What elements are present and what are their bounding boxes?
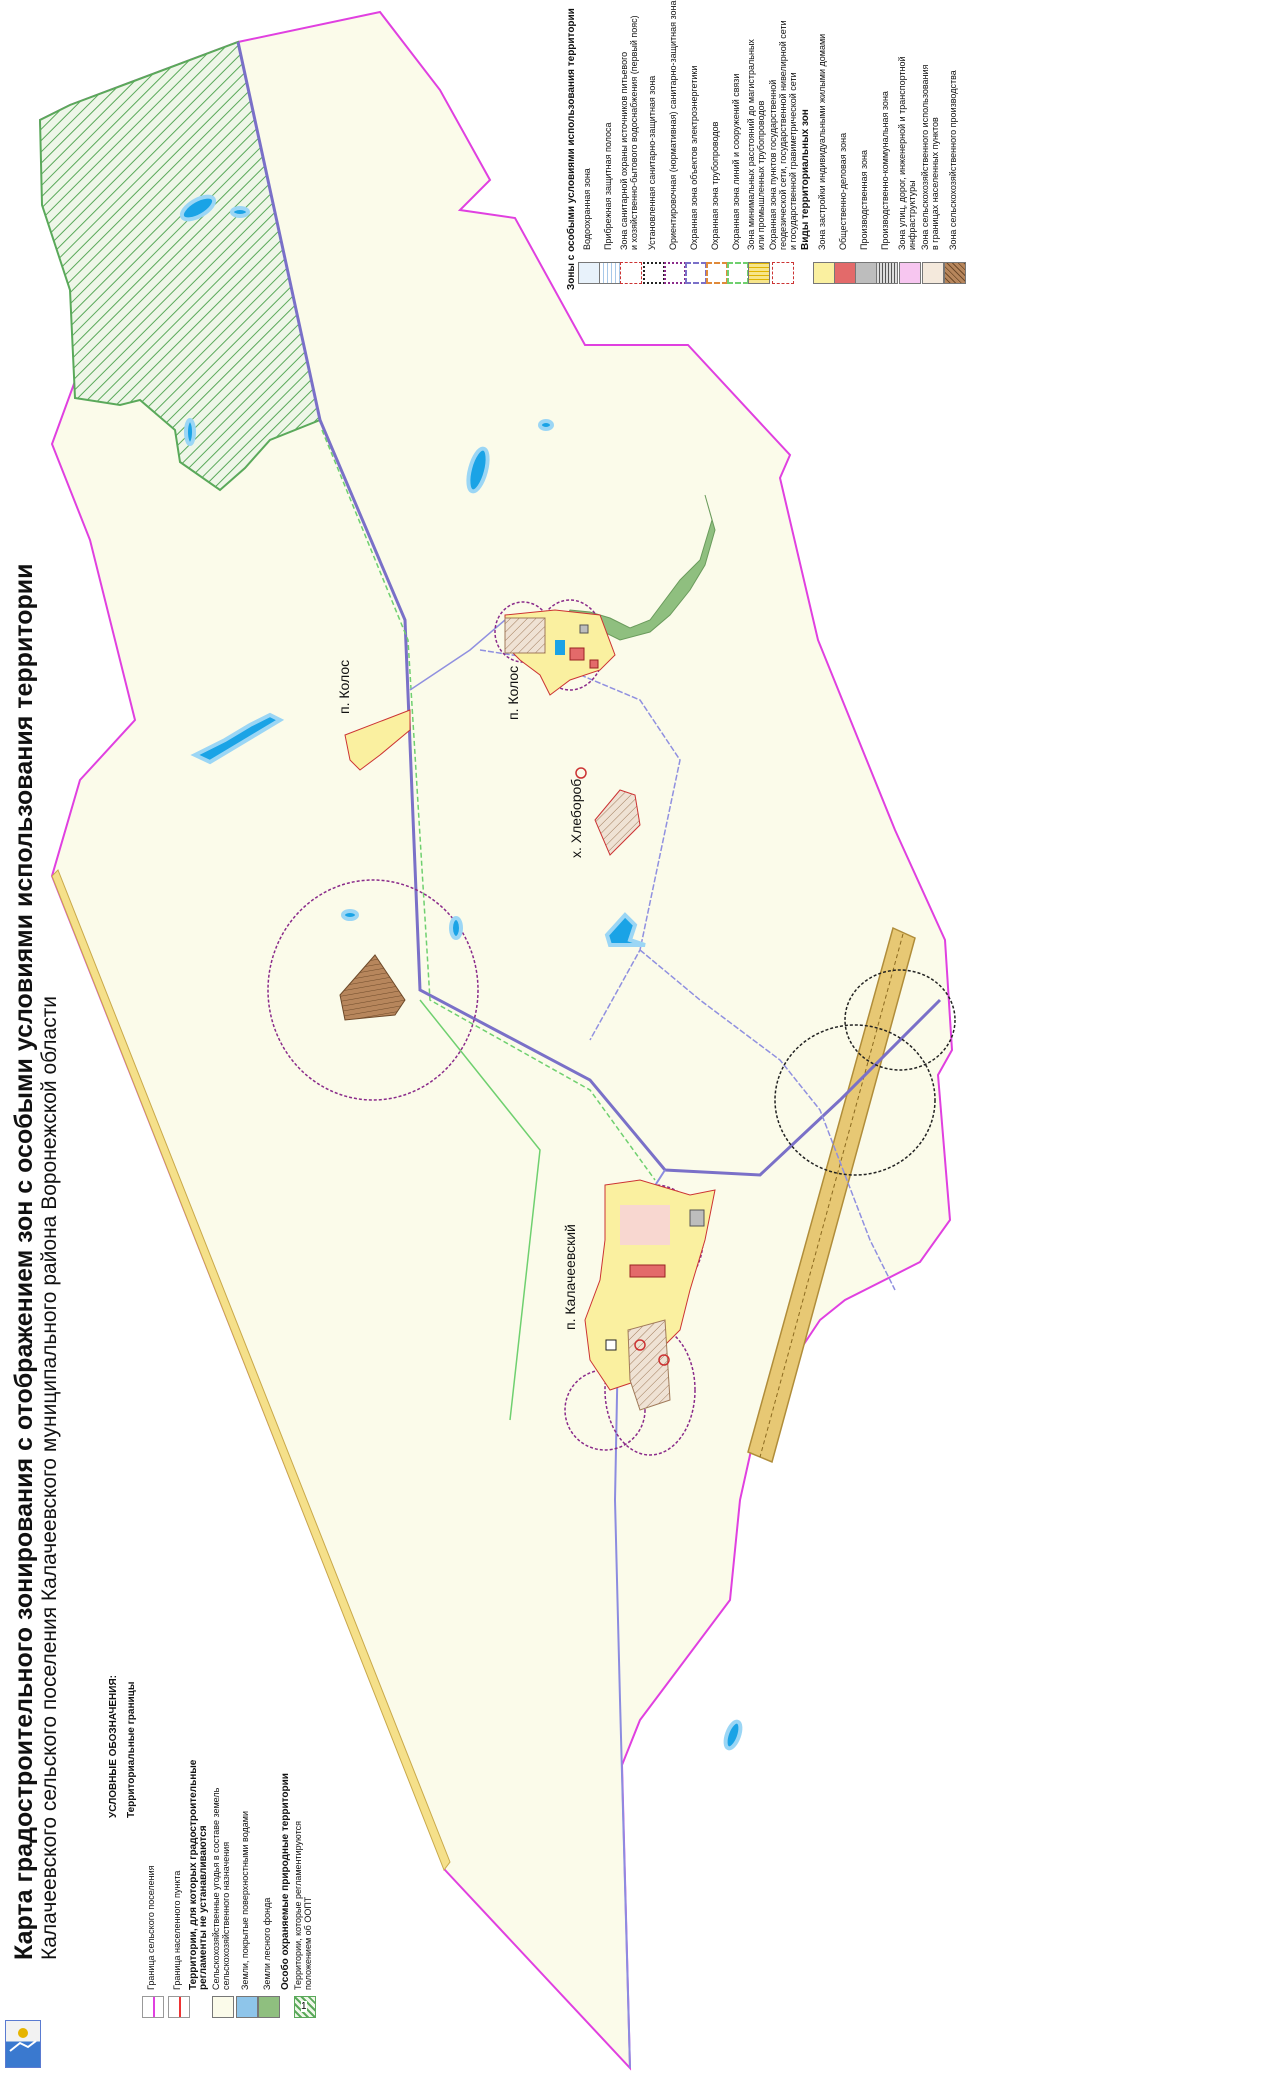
legend-heading: УСЛОВНЫЕ ОБОЗНАЧЕНИЯ: [108, 1675, 119, 1818]
agri-lands-swatch [212, 1996, 234, 2018]
legend-protected-heading: Особо охраняемые природные территории [280, 1773, 291, 1990]
legend-settlement-boundary: Граница сельского поселения [146, 1865, 156, 1990]
water-lands-swatch [236, 1996, 258, 2018]
legend-no-regulation-heading-2: регламенты не устанавливаются [198, 1825, 209, 1990]
settlement-kalacheevsky [564, 1179, 716, 1456]
legend-zone-8-b: или промышленных трубопроводов [756, 100, 766, 250]
agri-production-zone [339, 954, 406, 1021]
communication-protection-swatch [727, 262, 749, 284]
map-subtitle: Калачеевского сельского поселения Калаче… [38, 995, 61, 1960]
legend-protected-2: положением об ООПТ [303, 1896, 313, 1990]
forest-lands-swatch [258, 1996, 280, 2018]
legend-zone-5: Охранная зона объектов электроэнергетики [689, 65, 699, 250]
legend-territorial-6: Зона сельскохозяйственного производства [948, 70, 958, 250]
pipeline-khleborob [479, 649, 681, 1041]
legend-territorial-heading: Виды территориальных зон [800, 109, 811, 250]
legend-territorial-1: Общественно-деловая зона [838, 132, 848, 250]
settlement-khleborob [594, 789, 641, 856]
normative-sanitary-swatch [664, 262, 686, 284]
residential-zone-swatch [813, 262, 835, 284]
legend-territorial-5-b: в границах населенных пунктов [930, 117, 940, 250]
legend-zouit-heading: Зоны с особыми условиями использования т… [566, 8, 577, 290]
forest-ribbon [564, 494, 716, 641]
pipeline-protection-swatch [706, 262, 728, 284]
sanitary-protection-swatch [620, 262, 642, 284]
settlement-kolos-main [494, 599, 616, 696]
coastal-strip-swatch [599, 262, 621, 284]
legend-forest-lands: Земли лесного фонда [262, 1897, 272, 1990]
communication-line [321, 429, 656, 1181]
business-zone-swatch [834, 262, 856, 284]
legend-boundaries-heading: Территориальные границы [126, 1681, 137, 1818]
protected-area-swatch: 1 [294, 1996, 316, 2018]
locality-boundary-swatch [168, 1996, 190, 2018]
established-sanitary-swatch [643, 262, 665, 284]
highway-corridor [747, 926, 916, 1464]
place-label-kolos-west: п. Колос [336, 659, 352, 714]
legend-zone-2-b: и хозяйственно-бытового водоснабжения (п… [629, 15, 639, 250]
settlement-territory [38, 10, 954, 2071]
legend-water-lands: Земли, покрытые поверхностными водами [240, 1811, 250, 1990]
sanitary-zone-black [774, 1024, 936, 1176]
legend-zone-3: Установленная санитарно-защитная зона [647, 75, 657, 250]
coat-of-arms-icon [5, 2020, 41, 2068]
legend-territorial-3: Производственно-коммунальная зона [880, 91, 890, 250]
legend-zone-9-c: и государственной гравиметрической сети [788, 72, 798, 250]
place-label-khleborob: х. Хлебороб [568, 778, 584, 858]
pipeline-east-2 [639, 949, 896, 1291]
legend-territorial-0: Зона застройки индивидуальными жилыми до… [817, 33, 827, 250]
map-title: Карта градостроительного зонирования с о… [10, 563, 38, 1960]
geodetic-protection-swatch [772, 262, 794, 284]
protected-area-number: 1 [301, 2001, 307, 2012]
agri-settlement-swatch [922, 262, 944, 284]
legend-zone-1: Прибрежная защитная полоса [603, 122, 613, 250]
legend-locality-boundary: Граница населенного пункта [172, 1870, 182, 1990]
road-zone-strip-west [51, 869, 451, 1872]
pipeline-west [419, 999, 541, 1421]
production-communal-swatch [876, 262, 898, 284]
place-label-kalacheevsky: п. Калачеевский [562, 1224, 578, 1330]
legend-agri-lands-2: сельскохозяйственного назначения [221, 1841, 231, 1990]
settlement-boundary-swatch [142, 1996, 164, 2018]
legend-zone-7: Охранная зона линий и сооружений связи [731, 73, 741, 250]
power-protection-swatch [685, 262, 707, 284]
agri-production-swatch [944, 262, 966, 284]
forest-fund-area [38, 40, 322, 492]
water-bodies [179, 194, 743, 1751]
sanitary-zone-circle [267, 879, 479, 1101]
legend-zone-6: Охранная зона трубопроводов [710, 121, 720, 250]
water-protection-zone-swatch [578, 262, 600, 284]
sanitary-zone-black-2 [844, 969, 956, 1071]
settlement-kolos-west [344, 709, 411, 771]
legend-zone-4: Ориентировочная (нормативная) санитарно-… [668, 0, 678, 251]
legend-zone-0: Водоохранная зона [582, 168, 592, 250]
legend-territorial-4-b: инфраструктуры [907, 180, 917, 250]
road-zone-swatch [899, 262, 921, 284]
legend-territorial-2: Производственная зона [859, 149, 869, 250]
place-label-kolos-main: п. Колос [505, 665, 521, 720]
production-zone-swatch [855, 262, 877, 284]
min-distance-swatch [748, 262, 770, 284]
main-road [236, 41, 942, 1177]
powerline-kolos [409, 619, 506, 691]
